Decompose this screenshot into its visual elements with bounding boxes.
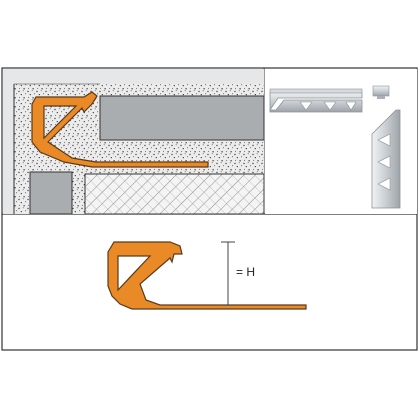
profile-bar-vertical (371, 109, 401, 209)
installation-cross-section (3, 69, 265, 215)
profile-dimension-view: = H (107, 241, 307, 310)
profile-outline (107, 241, 307, 310)
product-photo (265, 69, 417, 214)
upper-tile (99, 95, 265, 141)
dimension-marker (221, 241, 235, 306)
profile-bar-horizontal (269, 88, 363, 113)
profile-installed (31, 91, 209, 168)
profile-corner-piece (372, 85, 390, 99)
lower-tile (29, 171, 73, 215)
dimension-label: = H (236, 265, 255, 279)
